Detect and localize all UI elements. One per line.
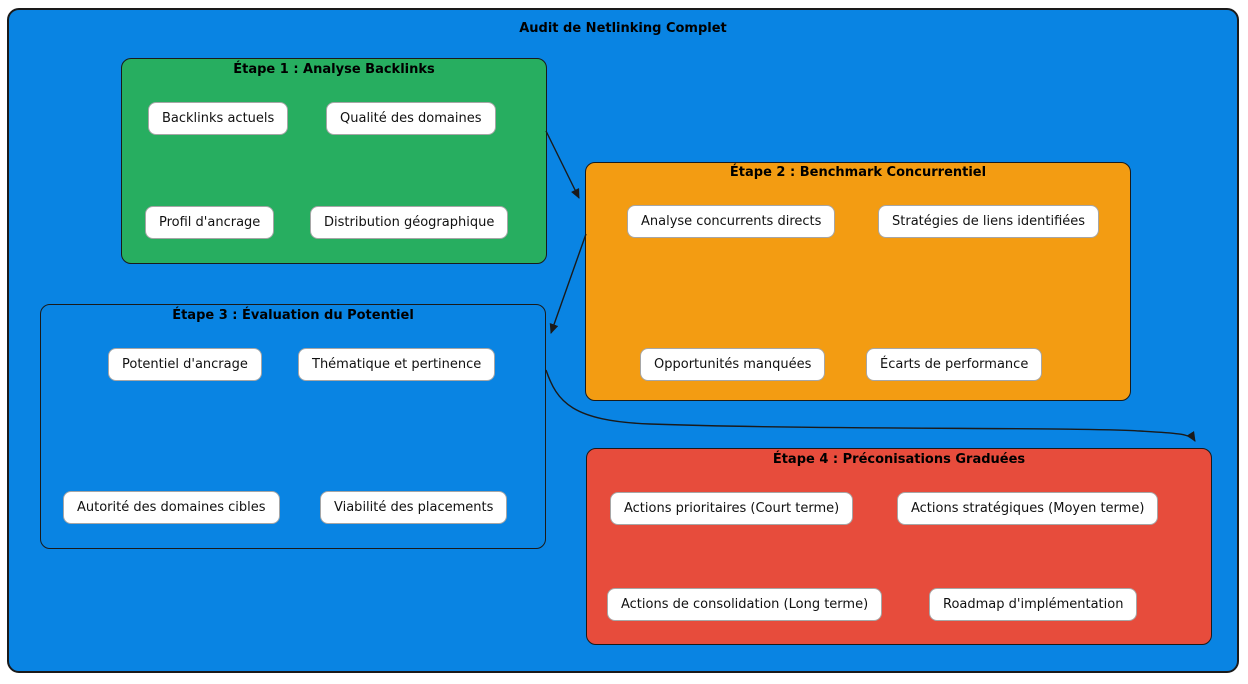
node-autorite-des-domaines-cibles: Autorité des domaines cibles xyxy=(63,491,280,524)
node-profil-ancrage: Profil d'ancrage xyxy=(145,206,275,239)
step1-title: Étape 1 : Analyse Backlinks xyxy=(233,62,435,77)
diagram-title: Audit de Netlinking Complet xyxy=(519,21,727,36)
node-opportunites-manquees: Opportunités manquées xyxy=(640,348,826,381)
node-qualite-des-domaines: Qualité des domaines xyxy=(326,102,496,135)
step4-title: Étape 4 : Préconisations Graduées xyxy=(772,452,1026,467)
node-roadmap-implementation: Roadmap d'implémentation xyxy=(929,588,1138,621)
node-actions-prioritaires-court-terme: Actions prioritaires (Court terme) xyxy=(610,492,854,525)
step2-title: Étape 2 : Benchmark Concurrentiel xyxy=(729,165,987,180)
node-ecarts-de-performance: Écarts de performance xyxy=(866,348,1043,381)
node-actions-consolidation-long-terme: Actions de consolidation (Long terme) xyxy=(607,588,883,621)
step3-title: Étape 3 : Évaluation du Potentiel xyxy=(172,308,414,323)
node-analyse-concurrents-directs: Analyse concurrents directs xyxy=(627,205,836,238)
node-viabilite-des-placements: Viabilité des placements xyxy=(320,491,508,524)
node-actions-strategiques-moyen-terme: Actions stratégiques (Moyen terme) xyxy=(897,492,1159,525)
node-thematique-et-pertinence: Thématique et pertinence xyxy=(298,348,496,381)
node-backlinks-actuels: Backlinks actuels xyxy=(148,102,289,135)
node-distribution-geographique: Distribution géographique xyxy=(310,206,509,239)
node-potentiel-ancrage: Potentiel d'ancrage xyxy=(108,348,262,381)
node-strategies-de-liens-identifiees: Stratégies de liens identifiées xyxy=(878,205,1100,238)
